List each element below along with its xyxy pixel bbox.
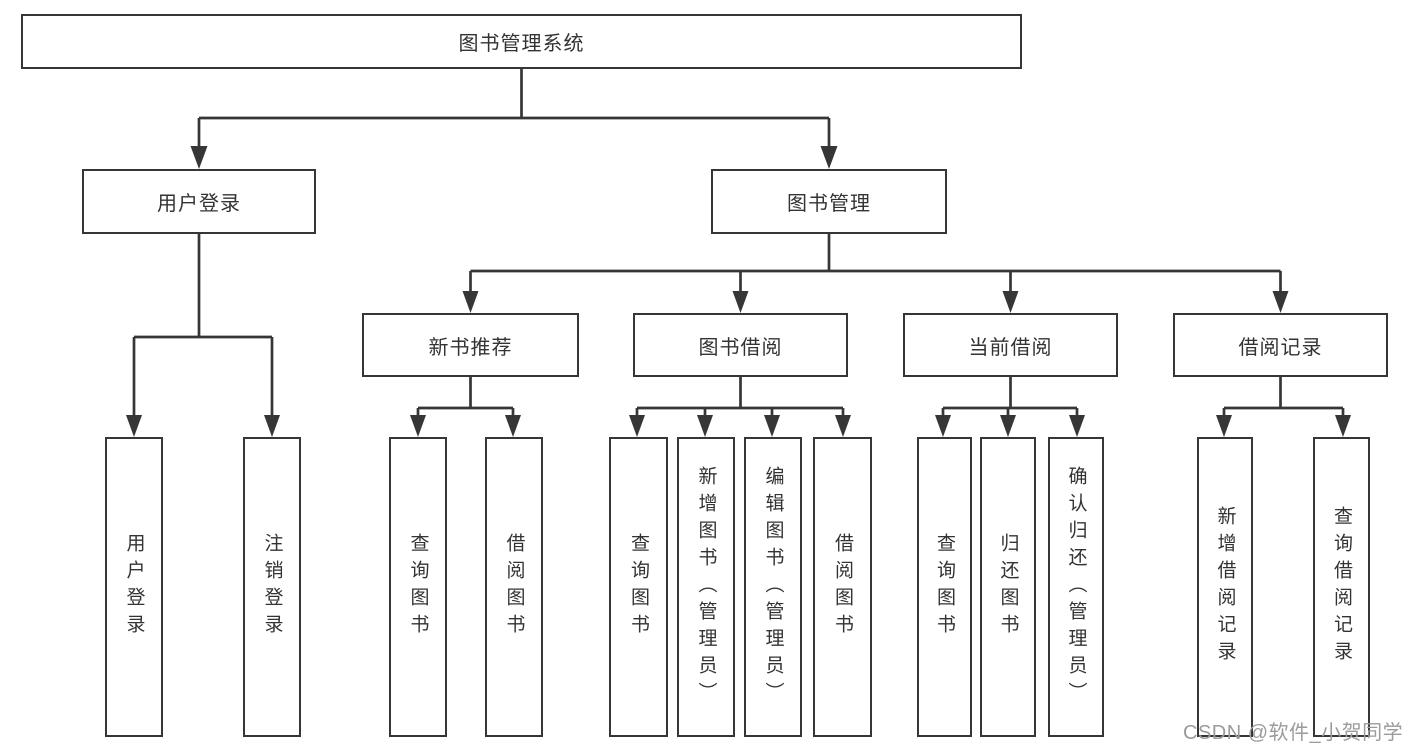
arrowhead [264,415,280,437]
connector-current-borrow-group [935,377,1085,437]
arrowhead [629,415,645,437]
arrowhead [410,415,426,437]
leaf-borrow-borrow-books: 借阅图书 [813,437,872,737]
leaf-borrow-add-books-admin: 新增图书（管理员） [677,437,735,737]
arrowhead [190,146,208,169]
node-user-login: 用户登录 [82,169,316,234]
arrowhead [1000,415,1016,437]
arrowhead [1272,291,1289,313]
leaf-borrow-edit-books-admin: 编辑图书（管理员） [744,437,802,737]
leaf-current-return-books: 归还图书 [980,437,1036,737]
connector-new-book-group [410,377,521,437]
node-borrowing-records: 借阅记录 [1173,313,1388,377]
leaf-records-query-borrow-record: 查询借阅记录 [1313,437,1370,737]
leaf-newbook-query-books: 查询图书 [389,437,447,737]
arrowhead [505,415,521,437]
arrowhead [697,415,713,437]
arrowhead [1335,415,1351,437]
leaf-borrow-query-books: 查询图书 [609,437,668,737]
leaf-current-confirm-return-admin: 确认归还（管理员） [1048,437,1104,737]
arrowhead [1216,415,1232,437]
node-new-book-recommend: 新书推荐 [362,313,579,377]
node-library-management-system: 图书管理系统 [21,14,1022,69]
connector-user-login-group [126,234,280,437]
connector-root-to-level2 [190,69,838,169]
arrowhead [462,291,479,313]
arrowhead [1069,415,1085,437]
connector-borrow-record-group [1216,377,1351,437]
csdn-watermark: CSDN @软件_小贺同学 [1183,722,1404,744]
node-book-borrowing: 图书借阅 [633,313,848,377]
leaf-current-query-books: 查询图书 [917,437,972,737]
leaf-records-add-borrow-record: 新增借阅记录 [1197,437,1253,737]
node-book-management: 图书管理 [711,169,947,234]
node-current-borrowing: 当前借阅 [903,313,1118,377]
connector-book-mgmt-group [462,234,1289,313]
leaf-logout-login: 注销登录 [243,437,301,737]
leaf-newbook-borrow-books: 借阅图书 [485,437,543,737]
arrowhead [1002,291,1019,313]
arrowhead [835,415,851,437]
leaf-user-login: 用户登录 [105,437,163,737]
arrowhead [732,291,749,313]
arrowhead [764,415,780,437]
connector-book-borrow-group [629,377,851,437]
arrowhead [935,415,951,437]
arrowhead [126,415,142,437]
arrowhead [820,146,838,169]
